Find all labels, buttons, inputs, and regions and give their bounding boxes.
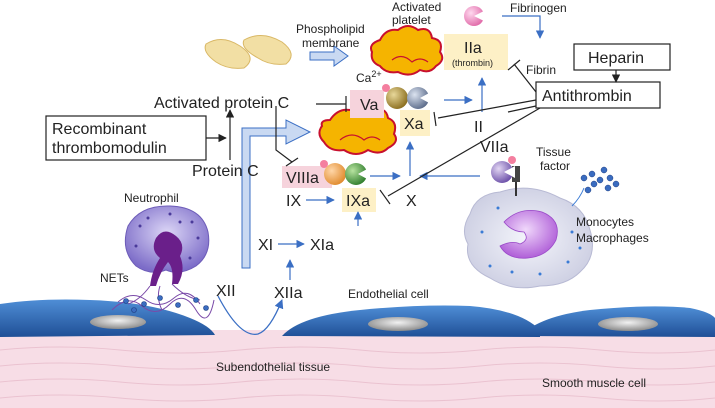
endothelial-nucleus-left xyxy=(90,315,146,329)
iia-label: IIa xyxy=(464,40,482,57)
antithrombin-inhibition-lines xyxy=(379,59,621,205)
xia-label: XIa xyxy=(310,237,334,254)
subendothelial-tissue-label: Subendothelial tissue xyxy=(216,360,330,374)
fibrin-label: Fibrin xyxy=(526,63,556,77)
coagulation-arrows xyxy=(278,15,545,280)
monocyte-macrophage xyxy=(464,166,620,289)
neutrophil-label: Neutrophil xyxy=(124,191,179,205)
big-blue-arrow-to-platelet xyxy=(241,119,312,269)
viiia-label: VIIIa xyxy=(286,170,319,187)
subendothelial-tissue-layer xyxy=(0,330,715,408)
membrane-to-platelet-arrow xyxy=(309,45,349,67)
neutrophil-nucleus xyxy=(150,231,183,286)
viiia-ixa-complex xyxy=(320,160,369,185)
neutrophil xyxy=(124,205,210,286)
smooth-muscle-cell-label: Smooth muscle cell xyxy=(542,376,646,390)
endothelial-nucleus-right xyxy=(598,317,658,331)
heparin-box xyxy=(573,43,671,71)
ixa-label: IXa xyxy=(346,193,370,210)
antithrombin-box xyxy=(535,81,661,109)
x-label: X xyxy=(406,193,417,210)
xa-label: Xa xyxy=(404,116,424,133)
nets-fibres xyxy=(111,283,215,319)
nets-label: NETs xyxy=(100,271,129,285)
va-xa-complex xyxy=(382,84,431,109)
phospholipid-membrane-icon xyxy=(204,35,292,69)
xiia-label: XIIa xyxy=(274,285,303,302)
microparticle-tether xyxy=(571,187,585,207)
iia-highlight xyxy=(444,34,508,70)
monocyte-nucleus xyxy=(499,209,558,259)
va-highlight xyxy=(350,90,384,118)
viia-label: VIIa xyxy=(480,139,509,156)
endothelial-cell-layer xyxy=(0,295,715,337)
tissue-factor-block xyxy=(512,166,520,182)
xii-activation-arrow xyxy=(217,295,284,335)
microparticles xyxy=(580,166,620,194)
protein-c-pathway-arrows xyxy=(206,96,347,167)
endothelial-nucleus-center xyxy=(368,317,428,331)
heparin-label: Heparin xyxy=(588,50,644,67)
viiia-highlight xyxy=(282,166,332,188)
xi-label: XI xyxy=(258,237,273,254)
thrombin-label: (thrombin) xyxy=(452,58,493,68)
va-label: Va xyxy=(360,97,378,114)
viia-tissue-factor-complex xyxy=(491,156,516,183)
fibrinogen-label: Fibrinogen xyxy=(510,1,567,15)
activated-protein-c-label: Activated protein C xyxy=(154,95,289,112)
antithrombin-label: Antithrombin xyxy=(542,88,632,105)
activated-platelet-top xyxy=(370,25,444,76)
xii-label: XII xyxy=(216,283,236,300)
ii-label: II xyxy=(474,119,483,136)
xa-highlight xyxy=(400,110,430,136)
apc-inhibits-viiia xyxy=(275,106,293,163)
endothelial-cell-label: Endothelial cell xyxy=(348,287,429,301)
ca-label: Ca2+ xyxy=(356,69,382,85)
ixa-highlight xyxy=(342,188,376,212)
fibrinogen-icon xyxy=(464,6,486,26)
protein-c-label: Protein C xyxy=(192,163,259,180)
ix-label: IX xyxy=(286,193,301,210)
thrombomodulin-box xyxy=(45,115,207,161)
